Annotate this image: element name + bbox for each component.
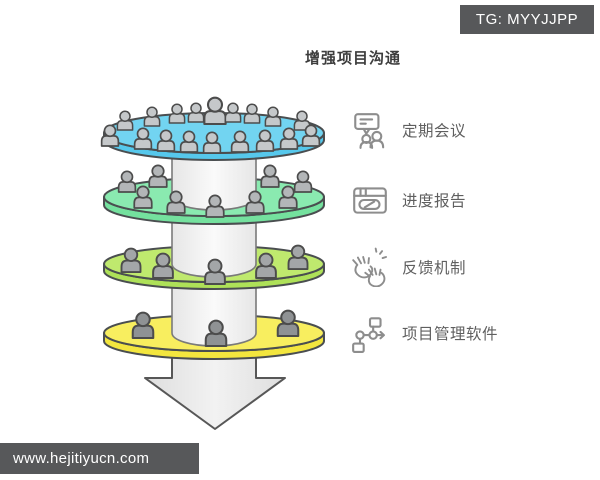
label-pm-software: 项目管理软件	[350, 312, 498, 354]
person-figure	[116, 110, 134, 131]
person-figure	[205, 194, 225, 218]
page-title: 增强项目沟通	[304, 50, 401, 67]
person-figure	[224, 102, 242, 123]
label-feedback-mechanism: 反馈机制	[350, 246, 466, 288]
person-figure	[117, 170, 137, 193]
person-figure	[120, 247, 142, 273]
meeting-icon	[354, 113, 385, 149]
person-figure	[276, 309, 300, 338]
person-figure	[148, 164, 168, 188]
person-figure	[260, 164, 280, 188]
label-text: 项目管理软件	[402, 326, 499, 343]
person-figure	[131, 311, 155, 340]
person-figure	[204, 258, 226, 285]
person-figure	[279, 127, 299, 150]
label-text: 反馈机制	[402, 260, 467, 277]
person-figure	[133, 185, 153, 209]
person-figure	[100, 124, 120, 147]
person-figure	[264, 106, 282, 127]
person-figure	[168, 103, 186, 124]
person-figure	[143, 106, 161, 127]
person-figure	[152, 252, 174, 279]
person-figure	[245, 190, 265, 214]
person-figure	[293, 110, 311, 131]
progress-report-icon	[353, 187, 387, 214]
person-figure	[202, 131, 222, 154]
person-figure	[187, 102, 205, 123]
person-figure	[287, 244, 309, 270]
person-figure	[255, 129, 275, 152]
person-figure	[166, 190, 186, 214]
label-text: 进度报告	[402, 193, 467, 210]
tg-badge: TG: MYYJJPP	[460, 5, 594, 34]
label-progress-reports: 进度报告	[350, 179, 466, 221]
flowchart-icon	[352, 317, 385, 353]
website-banner: www.hejitiyucn.com	[0, 443, 199, 474]
person-figure	[255, 252, 277, 279]
person-figure	[230, 130, 250, 153]
person-figure	[278, 185, 298, 209]
person-figure	[293, 170, 313, 193]
person-figure	[243, 103, 261, 124]
person-figure	[203, 96, 227, 126]
label-regular-meetings: 定期会议	[350, 109, 466, 151]
person-figure	[204, 319, 228, 348]
feedback-icon	[352, 247, 387, 287]
layer-1-regular-meetings	[100, 96, 325, 161]
person-figure	[179, 130, 199, 153]
person-figure	[156, 129, 176, 152]
person-figure	[301, 124, 321, 147]
person-figure	[133, 127, 153, 150]
label-text: 定期会议	[402, 123, 467, 140]
